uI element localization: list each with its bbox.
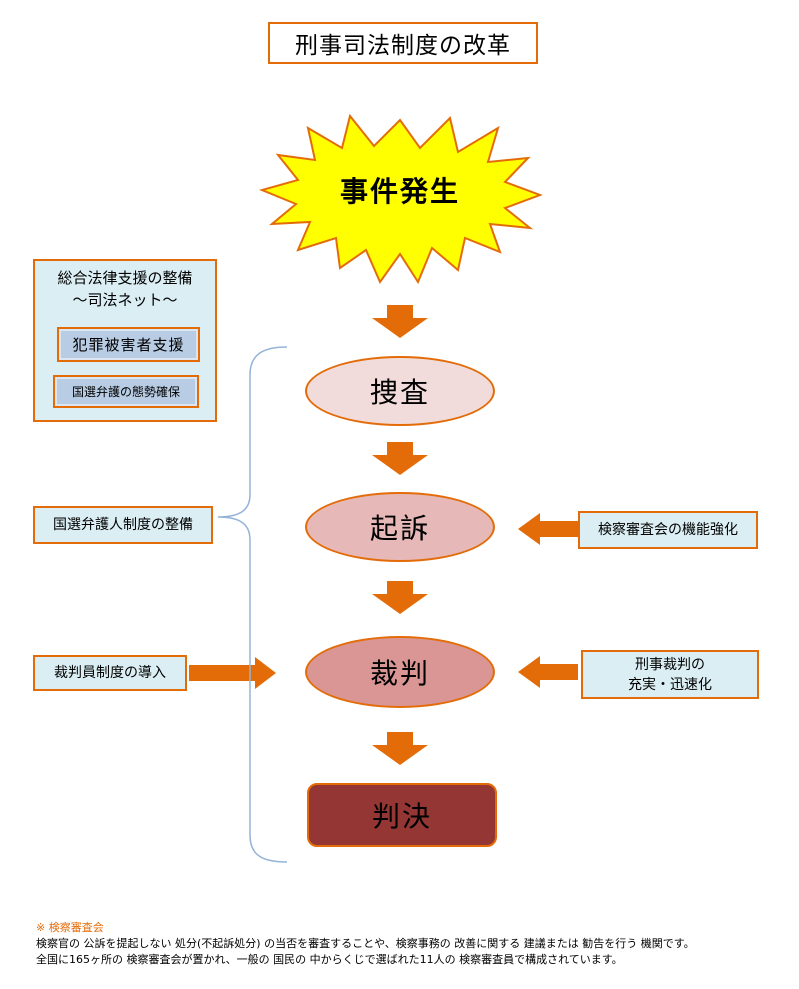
footnote-title: ※ 検察審査会 bbox=[36, 921, 104, 934]
criminal-trial-line2: 充実・迅速化 bbox=[628, 676, 712, 693]
curly-bracket bbox=[217, 346, 288, 863]
burst-shape bbox=[258, 113, 543, 285]
inquest-committee-box: 検察審査会の機能強化 bbox=[578, 511, 758, 549]
arrow-down-4 bbox=[372, 732, 428, 765]
arrow-left-prosecution bbox=[518, 513, 578, 545]
footnote: ※ 検察審査会 検察官の 公訴を提起しない 処分(不起訴処分) の当否を審査する… bbox=[36, 920, 786, 968]
victim-support-box: 犯罪被害者支援 bbox=[57, 327, 200, 362]
lay-judge-box: 裁判員制度の導入 bbox=[33, 655, 187, 691]
criminal-trial-line1: 刑事裁判の bbox=[635, 656, 705, 673]
footnote-line2: 全国に165ヶ所の 検察審査会が置かれ、一般の 国民の 中からくじで選ばれた11… bbox=[36, 953, 623, 966]
stage-investigation: 捜査 bbox=[305, 356, 495, 426]
criminal-trial-box: 刑事裁判の 充実・迅速化 bbox=[581, 650, 759, 699]
legal-support-panel: 総合法律支援の整備 〜司法ネット〜 犯罪被害者支援 国選弁護の態勢確保 bbox=[33, 259, 217, 422]
stage-prosecution: 起訴 bbox=[305, 492, 495, 562]
defense-readiness-box: 国選弁護の態勢確保 bbox=[53, 375, 199, 408]
public-defender-box: 国選弁護人制度の整備 bbox=[33, 506, 213, 544]
page-title: 刑事司法制度の改革 bbox=[268, 22, 538, 64]
legal-support-panel-title: 総合法律支援の整備 〜司法ネット〜 bbox=[35, 267, 215, 311]
footnote-line1: 検察官の 公訴を提起しない 処分(不起訴処分) の当否を審査することや、検察事務… bbox=[36, 937, 695, 950]
stage-trial: 裁判 bbox=[305, 636, 495, 708]
arrow-right-lay-judge bbox=[189, 657, 276, 689]
panel-title-line2: 〜司法ネット〜 bbox=[72, 291, 178, 309]
stage-judgment: 判決 bbox=[307, 783, 497, 847]
arrow-down-3 bbox=[372, 581, 428, 614]
arrow-down-2 bbox=[372, 442, 428, 475]
panel-title-line1: 総合法律支援の整備 bbox=[57, 269, 193, 287]
start-event-label: 事件発生 bbox=[339, 175, 460, 208]
arrow-down-1 bbox=[372, 305, 428, 338]
arrow-left-trial bbox=[518, 656, 578, 688]
